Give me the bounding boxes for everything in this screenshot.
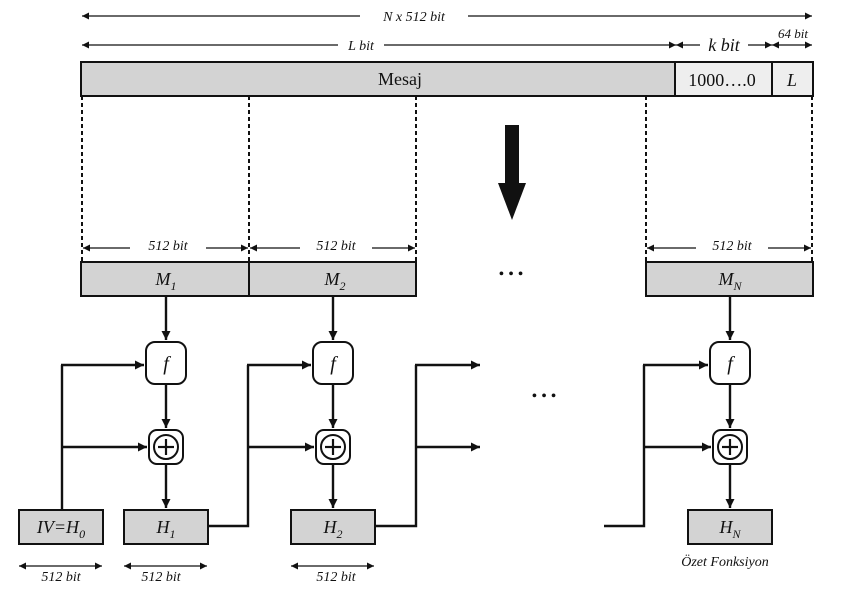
total-length-dimension: N x 512 bit [82,10,812,25]
block-dimension-n: 512 bit [647,239,811,254]
f2-label: f [330,353,338,375]
bottom-width-label-1: 512 bit [41,570,81,585]
stage-1: f [60,296,187,510]
block-dimension-2: 512 bit [250,239,415,254]
svg-text:MN: MN [717,269,742,293]
blocks-ellipsis: • • • [499,266,524,283]
iv-label: IV=H [36,517,80,537]
length-field-dimension: 64 bit [772,26,812,49]
hash-caption: Özet Fonksiyon [681,553,768,570]
iv-subscript: 0 [79,527,85,541]
split-guides [81,96,813,262]
l-bit-label: L bit [347,39,375,54]
split-down-arrow [498,125,526,220]
hn-box: HN [687,509,773,545]
block-m1: M1 [80,261,250,297]
message-label: Mesaj [378,69,422,89]
svg-text:HN: HN [718,517,741,541]
total-length-label: N x 512 bit [382,10,446,25]
block-width-label-2: 512 bit [316,239,356,254]
block-mn: MN [645,261,814,297]
chain-ellipsis: • • • [532,388,557,405]
length-field-label: L [786,70,797,90]
block-dimension-1: 512 bit [83,239,248,254]
block-m2-label: M [324,269,341,289]
l-bit-dimension: L bit [82,39,676,54]
fn-label: f [727,353,735,375]
block-m1-subscript: 1 [171,279,177,293]
h1-subscript: 1 [170,527,176,541]
h2-label: H [323,517,338,537]
bottom-dimension-3: 512 bit [291,562,374,585]
h2-subscript: 2 [337,527,343,541]
k-bit-dimension: k bit [676,35,772,55]
padding-label: 1000….0 [688,70,756,90]
block-width-label-1: 512 bit [148,239,188,254]
length-field-bits-label: 64 bit [778,26,808,41]
f1-label: f [163,353,171,375]
xor-2 [315,429,351,465]
bottom-dimension-2: 512 bit [124,562,207,585]
xor-n [712,429,748,465]
stage-3-feed [375,360,480,528]
block-width-label-n: 512 bit [712,239,752,254]
svg-text:H2: H2 [323,517,343,541]
hn-label: H [718,517,733,537]
block-mn-label: M [717,269,734,289]
bottom-dimension-1: 512 bit [19,562,102,585]
h2-box: H2 [290,509,376,545]
hn-subscript: N [731,527,741,541]
h1-label: H [156,517,171,537]
bottom-width-label-3: 512 bit [316,570,356,585]
k-bit-label: k bit [708,35,740,55]
block-m2: M2 [248,261,417,297]
svg-text:M1: M1 [155,269,177,293]
svg-text:IV=H0: IV=H0 [36,517,85,541]
xor-1 [148,429,184,465]
message-bar: Mesaj 1000….0 L [80,61,814,97]
block-mn-subscript: N [732,279,742,293]
stage-2: f [208,296,354,528]
bottom-width-label-2: 512 bit [141,570,181,585]
svg-text:M2: M2 [324,269,346,293]
block-m1-label: M [155,269,172,289]
svg-text:H1: H1 [156,517,176,541]
stage-n: f [604,296,751,528]
iv-box: IV=H0 [18,509,104,545]
h1-box: H1 [123,509,209,545]
block-m2-subscript: 2 [340,279,346,293]
